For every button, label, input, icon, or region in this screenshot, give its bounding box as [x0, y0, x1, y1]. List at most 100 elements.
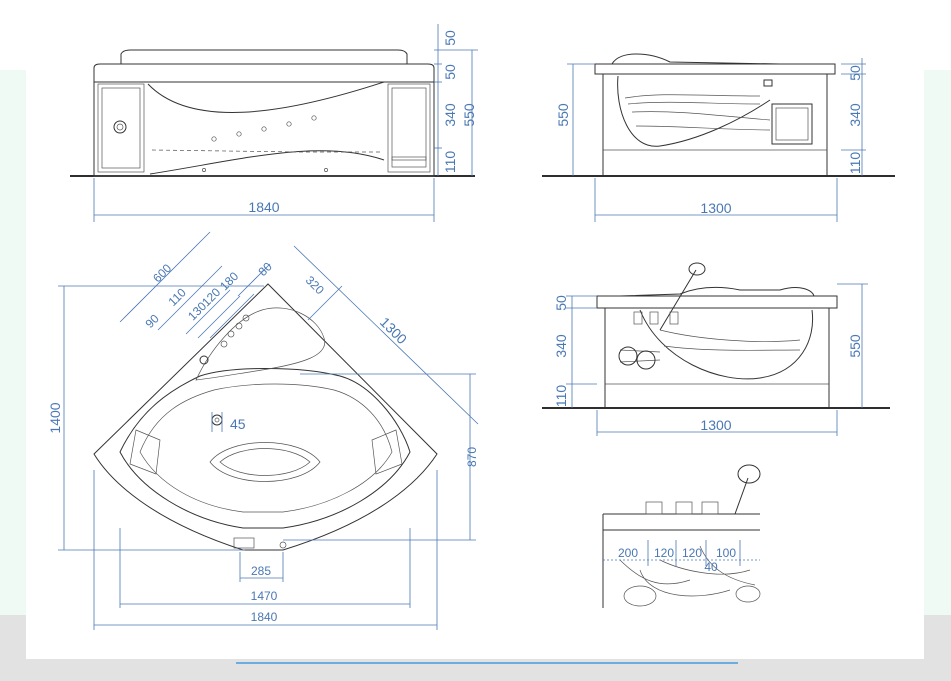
- valve-icon: [649, 311, 659, 325]
- front-height-340: 340: [442, 103, 458, 127]
- plan-height-1400: 1400: [47, 402, 63, 433]
- back-height-340: 340: [553, 334, 569, 358]
- side-height-110: 110: [847, 152, 863, 175]
- shower-head-icon: [737, 464, 761, 484]
- jet-icon: [286, 121, 292, 127]
- seat-outline: [195, 307, 326, 381]
- front-width-1840: 1840: [248, 199, 279, 215]
- detail-dim-120a: 120: [654, 546, 674, 560]
- jet-icon: [211, 136, 217, 142]
- rim-outline: [596, 295, 838, 309]
- armrest-right: [371, 429, 403, 475]
- plan-view: 600 110 90 130 120 180 80 320 1300 1400 …: [47, 231, 479, 630]
- plan-dim-1470: 1470: [251, 589, 278, 603]
- control-icon: [235, 322, 243, 330]
- back-height-50: 50: [553, 295, 569, 311]
- side-width-1300: 1300: [700, 200, 731, 216]
- side-height-50: 50: [847, 65, 863, 81]
- pump-icon: [623, 585, 657, 607]
- plan-dim-90: 90: [142, 311, 162, 331]
- basin-dashed: [151, 149, 380, 153]
- drain-inner: [214, 417, 220, 423]
- detail-button: [675, 501, 693, 515]
- front-height-50a: 50: [442, 30, 458, 46]
- side-view: 550 50 340 110 1300: [542, 53, 895, 222]
- shower-hose: [734, 477, 749, 515]
- jet-icon: [236, 131, 242, 137]
- plan-dim-1840: 1840: [251, 610, 278, 624]
- basin-outline: [119, 368, 411, 529]
- drawing-card: [26, 0, 924, 659]
- detail-dim-120b: 120: [682, 546, 702, 560]
- detail-dim-200: 200: [618, 546, 638, 560]
- plan-dim-285: 285: [251, 564, 271, 578]
- front-view: 50 50 340 550 110 1840: [70, 24, 478, 222]
- valve-icon: [633, 311, 643, 325]
- pipe-lines: [624, 94, 771, 131]
- foot-icon: [324, 168, 328, 172]
- shower-hose: [659, 269, 697, 331]
- detail-button: [645, 501, 663, 515]
- pump-left: [618, 346, 638, 366]
- knob-icon: [113, 120, 127, 134]
- control-icon: [220, 340, 228, 348]
- jet-icon: [311, 115, 317, 121]
- control-icon: [227, 330, 235, 338]
- detail-button: [701, 501, 719, 515]
- front-height-50b: 50: [442, 64, 458, 80]
- right-panel: [387, 83, 431, 173]
- pump-icon: [735, 585, 761, 603]
- plan-dim-180: 180: [217, 269, 241, 293]
- front-height-550: 550: [461, 103, 477, 127]
- outlet-icon: [279, 541, 287, 549]
- detail-dim-100: 100: [716, 546, 736, 560]
- tub-outline: [93, 283, 438, 551]
- overflow-icon: [233, 537, 255, 549]
- jet-icon: [261, 126, 267, 132]
- basin-outline: [617, 75, 771, 147]
- armrest-left: [129, 429, 161, 475]
- back-height-550: 550: [847, 334, 863, 358]
- detail-pipes: [619, 545, 756, 597]
- basin-curve-top: [147, 81, 385, 113]
- foot-icon: [202, 168, 206, 172]
- side-height-340: 340: [847, 103, 863, 127]
- pump-right: [636, 350, 656, 370]
- basin-curve-bottom: [149, 150, 385, 175]
- apron-outline: [93, 81, 435, 177]
- mat-outline: [209, 442, 321, 482]
- side-height-550: 550: [555, 103, 571, 127]
- control-icon: [242, 314, 250, 322]
- drain-icon: [211, 414, 223, 426]
- pipe-lines: [619, 329, 801, 363]
- shower-head-icon: [688, 262, 706, 276]
- detail-view: 200 120 120 100 40: [602, 464, 761, 608]
- back-width-1300: 1300: [700, 417, 731, 433]
- faucet-icon: [199, 355, 209, 365]
- headrest-outline: [120, 49, 408, 64]
- grille-icon: [391, 156, 427, 168]
- left-panel: [97, 83, 145, 173]
- right-panel-inner: [391, 87, 427, 161]
- mat-inner: [219, 448, 311, 476]
- headrest-outline: [619, 286, 815, 297]
- headrest-outline: [611, 53, 781, 65]
- rim-outline: [93, 63, 435, 83]
- rim-outline: [594, 63, 836, 75]
- detail-dim-40: 40: [704, 560, 718, 574]
- plan-dim-320: 320: [303, 273, 327, 297]
- back-height-110: 110: [553, 385, 569, 408]
- knob-inner: [116, 123, 124, 131]
- accent-line: [236, 662, 738, 664]
- back-view: 50 340 110 550 1300: [542, 262, 890, 436]
- left-panel-inner: [101, 87, 141, 169]
- valve-icon: [669, 311, 679, 325]
- plan-side-870: 870: [465, 447, 479, 467]
- basin-inner: [139, 383, 393, 513]
- connector-icon: [763, 79, 773, 87]
- plan-dim-110: 110: [165, 285, 189, 309]
- plan-dim-600: 600: [150, 261, 174, 285]
- pump-inner: [775, 107, 809, 141]
- pump-icon: [771, 103, 813, 145]
